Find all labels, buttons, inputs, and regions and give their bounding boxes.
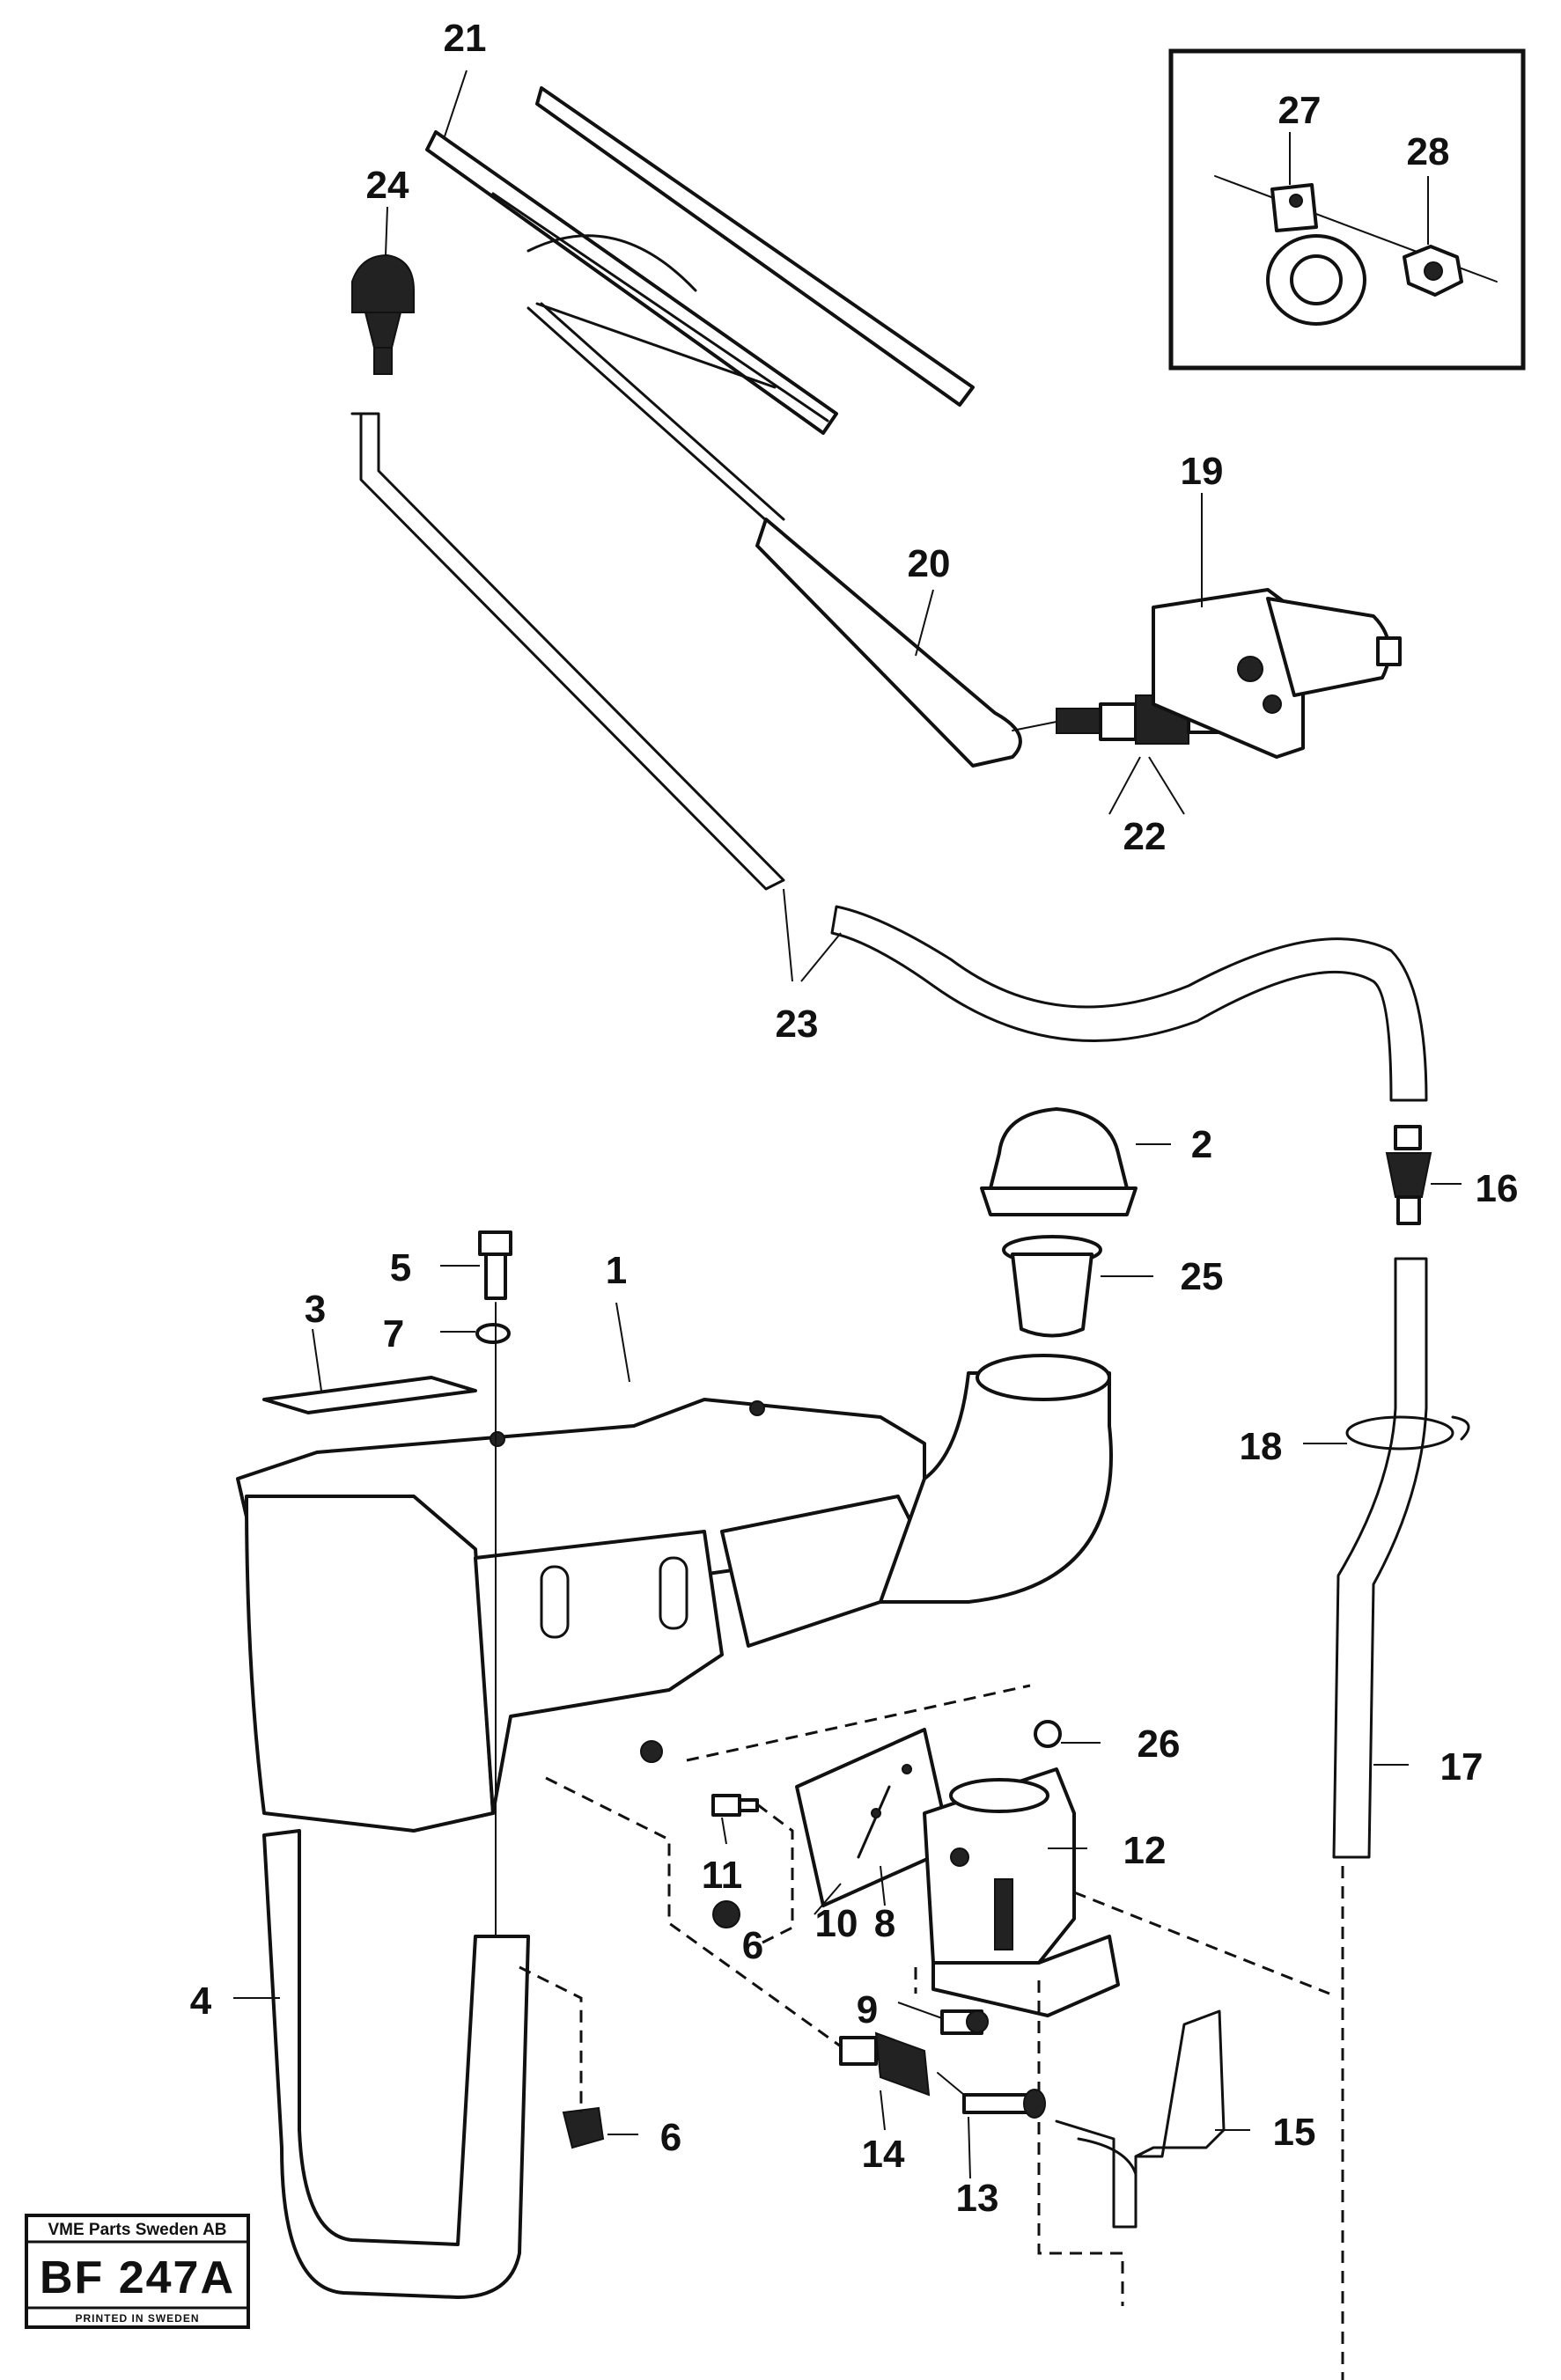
nozzle-24-drawing [351,253,415,375]
part-labels: 21 24 27 28 19 20 22 23 2 16 25 5 1 3 7 … [190,17,1519,2220]
nut-28-drawing [1403,245,1463,297]
label-7: 7 [383,1312,404,1355]
label-3: 3 [305,1288,326,1331]
cap-2-drawing [980,1107,1138,1216]
label-11: 11 [702,1854,743,1897]
stamp-code: BF 247A [40,2252,235,2303]
label-5: 5 [390,1246,411,1289]
label-16: 16 [1476,1167,1519,1210]
wiper-blade-21-drawing [425,86,975,435]
label-13: 13 [956,2177,999,2220]
label-22: 22 [1123,815,1167,858]
clamp-27-drawing [1266,183,1366,326]
label-9: 9 [857,1988,878,2031]
reservoir-1-drawing [236,1354,1113,1833]
screw-5-drawing [478,1230,512,1300]
connector-16-drawing [1385,1125,1432,1225]
hose-23-drawing [350,412,1428,1102]
label-23: 23 [776,1003,819,1046]
stamp-printed: PRINTED IN SWEDEN [75,2312,199,2325]
grommet-14-drawing [839,2031,931,2097]
hose-15-drawing [1055,2009,1226,2229]
label-14: 14 [862,2133,905,2176]
label-1: 1 [606,1249,627,1292]
label-17: 17 [1440,1745,1484,1789]
screw-11-drawing [711,1794,759,1817]
label-26: 26 [1138,1723,1181,1766]
clip-18-drawing [1345,1415,1470,1451]
wiper-motor-19-drawing [1152,588,1402,759]
wiper-arm-20-drawing [526,302,1022,768]
nut-6a-drawing [562,2106,605,2149]
nut-6b-drawing [712,1900,740,1928]
plug-26-drawing [1034,1720,1062,1748]
connector-13-drawing [962,2089,1046,2119]
washer-7-drawing [475,1323,511,1344]
label-6-lower: 6 [660,2116,681,2159]
label-25: 25 [1181,1255,1224,1298]
label-8: 8 [874,1902,895,1945]
label-15: 15 [1273,2111,1316,2154]
document-stamp: VME Parts Sweden AB BF 247A PRINTED IN S… [25,2214,250,2329]
stamp-company: VME Parts Sweden AB [48,2221,226,2239]
label-12: 12 [1123,1829,1167,1872]
bracket-4-drawing [262,1829,530,2299]
label-19: 19 [1181,450,1224,493]
label-21: 21 [444,17,487,60]
label-24: 24 [366,164,409,207]
label-2: 2 [1191,1123,1212,1166]
pump-12-drawing [923,1767,1120,2017]
label-4: 4 [190,1980,212,2023]
label-6-upper: 6 [742,1924,763,1967]
label-20: 20 [908,542,951,585]
label-28: 28 [1407,130,1450,173]
inset-detail-box [1168,48,1526,371]
label-18: 18 [1240,1425,1283,1468]
screw-9-drawing [940,2009,989,2035]
strainer-25-drawing [1002,1235,1102,1338]
hose-17-drawing [1332,1257,1428,1859]
label-27: 27 [1278,89,1322,132]
pad-3-drawing [262,1376,477,1414]
label-10: 10 [815,1902,858,1945]
